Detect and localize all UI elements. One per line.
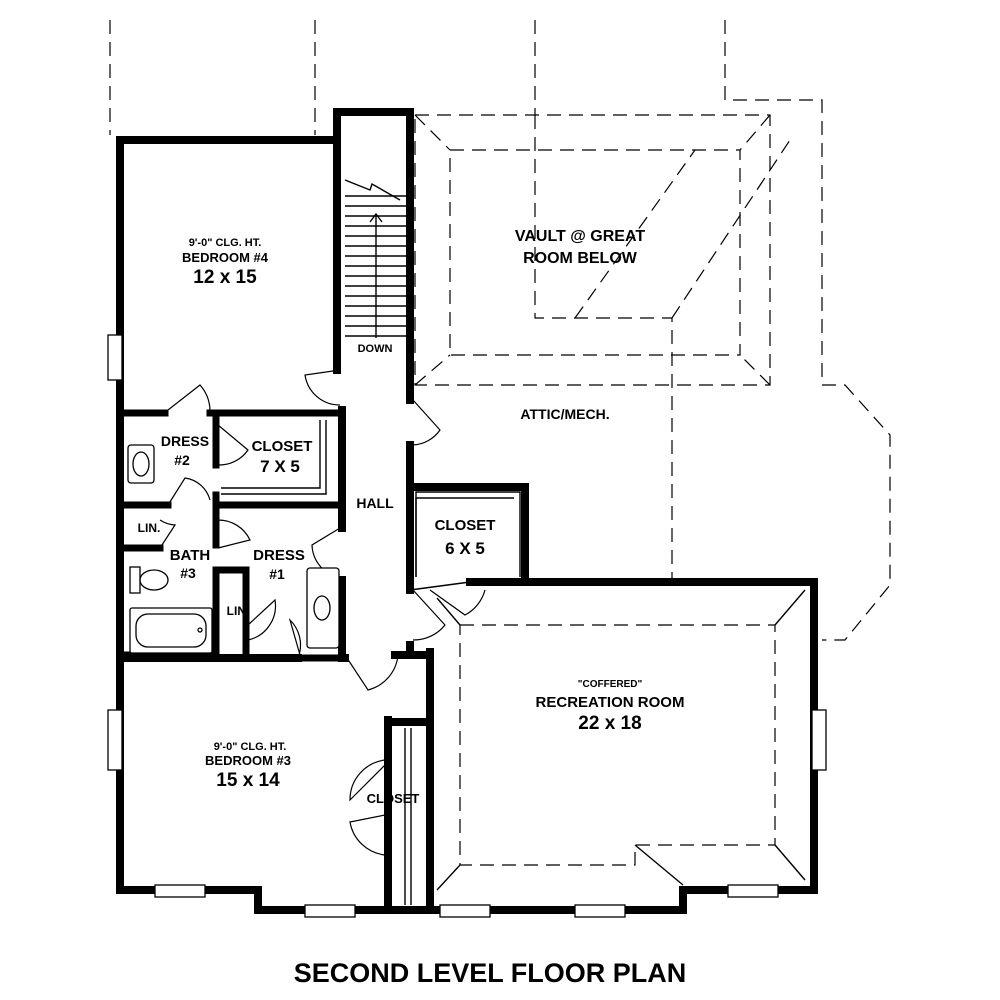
coffered-ceiling xyxy=(436,589,806,891)
plan-title: SECOND LEVEL FLOOR PLAN xyxy=(294,958,687,988)
dress2-number: #2 xyxy=(174,452,190,468)
dashed-roof-lines xyxy=(109,20,891,641)
closet-b3-name: CLOSET xyxy=(367,791,420,806)
windows xyxy=(107,334,827,918)
bedroom3-ceiling: 9'-0" CLG. HT. xyxy=(214,741,287,753)
room-labels: 9'-0" CLG. HT. BEDROOM #4 12 x 15 VAULT … xyxy=(138,228,687,988)
dress1-number: #1 xyxy=(269,566,285,582)
closet-7x5-name: CLOSET xyxy=(252,438,313,455)
stairs xyxy=(344,179,406,338)
fixtures xyxy=(127,444,340,654)
attic-name: ATTIC/MECH. xyxy=(520,406,609,422)
vault-line2: ROOM BELOW xyxy=(523,250,638,267)
dress1-name: DRESS xyxy=(253,547,305,564)
bedroom4-ceiling: 9'-0" CLG. HT. xyxy=(189,237,262,249)
lin-upper: LIN. xyxy=(138,521,161,535)
bedroom4-name: BEDROOM #4 xyxy=(182,250,269,265)
vault-line1: VAULT @ GREAT xyxy=(515,228,645,245)
closet-6x5-size: 6 X 5 xyxy=(445,539,485,558)
lin-lower: LIN. xyxy=(227,604,250,618)
recreation-note: "COFFERED" xyxy=(578,679,643,690)
doors xyxy=(159,369,486,856)
bedroom4-size: 12 x 15 xyxy=(193,267,257,288)
closet-6x5-name: CLOSET xyxy=(435,517,496,534)
hall-name: HALL xyxy=(356,495,394,511)
closet-7x5-size: 7 X 5 xyxy=(260,457,300,476)
interior-walls xyxy=(116,409,349,662)
bedroom3-name: BEDROOM #3 xyxy=(205,753,291,768)
recreation-size: 22 x 18 xyxy=(578,713,641,734)
bedroom3-size: 15 x 14 xyxy=(216,770,280,791)
bath3-number: #3 xyxy=(180,565,196,581)
stairs-down-label: DOWN xyxy=(358,343,393,355)
toilet-bowl xyxy=(139,569,169,591)
toilet-tank xyxy=(129,566,141,594)
closet-shelves xyxy=(221,420,521,905)
dress2-name: DRESS xyxy=(161,433,209,449)
bath3-name: BATH xyxy=(170,547,211,564)
recreation-name: RECREATION ROOM xyxy=(536,694,685,711)
